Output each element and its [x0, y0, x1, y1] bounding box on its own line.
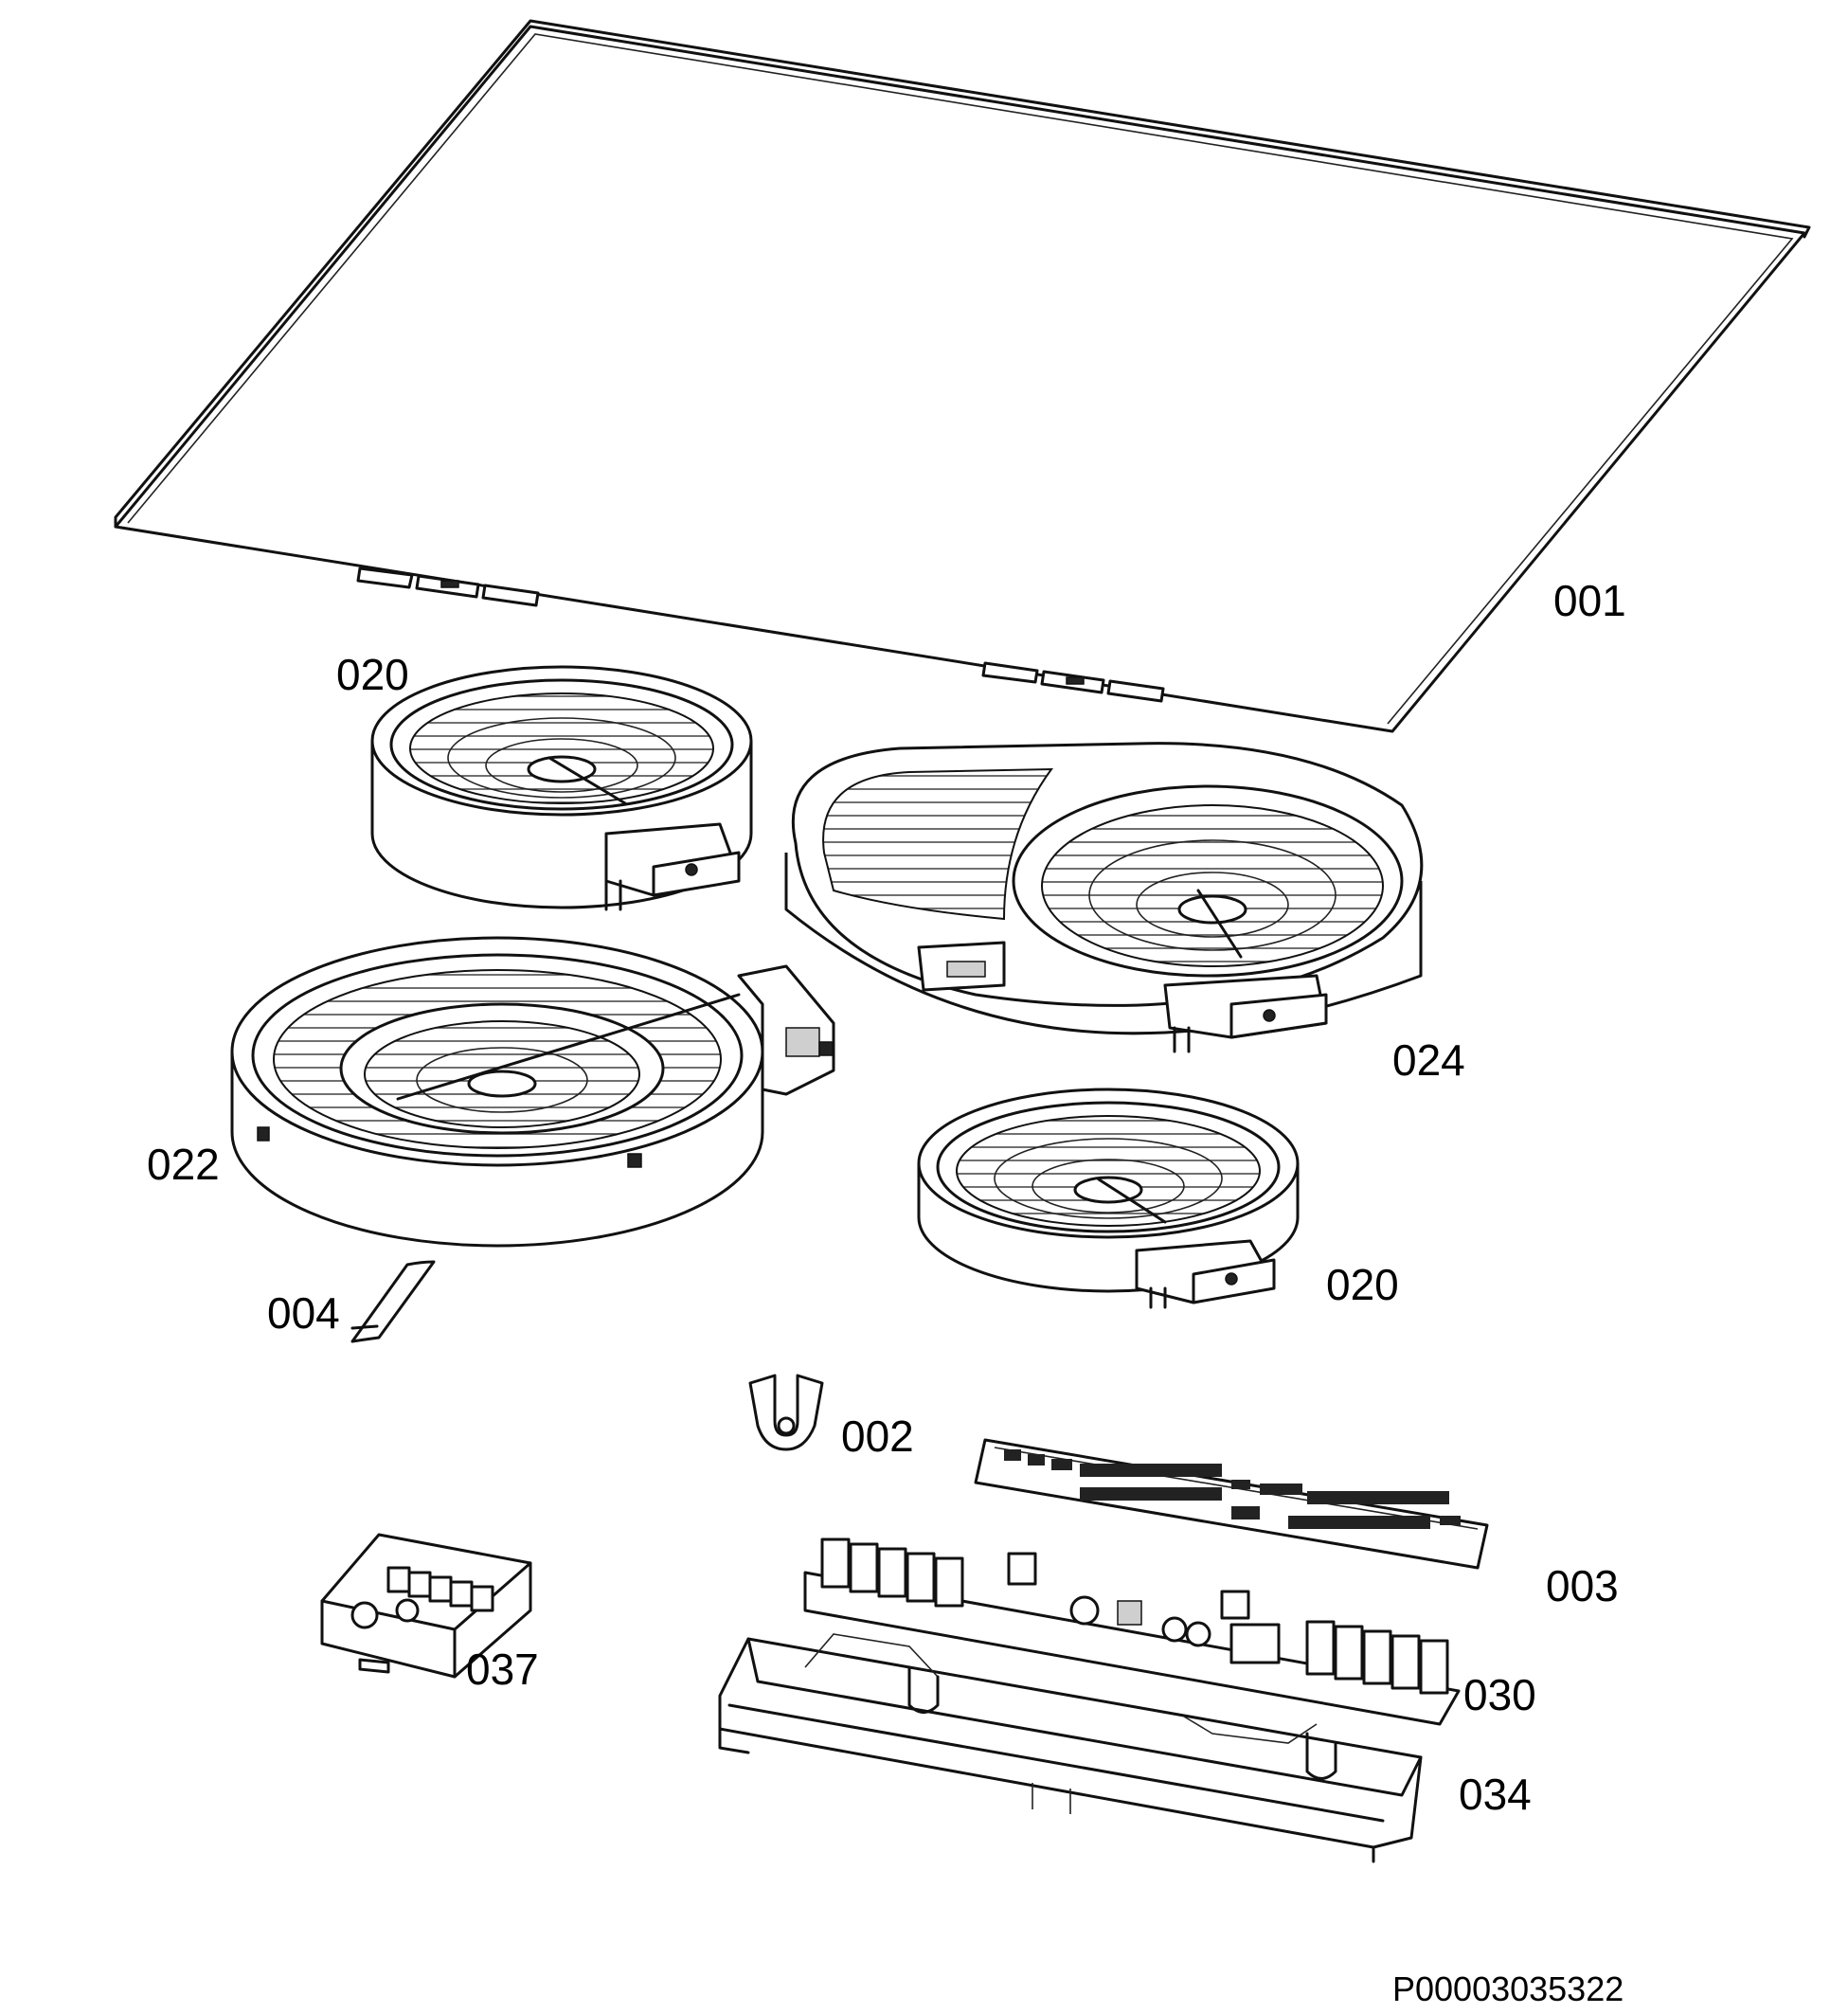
- glass-ceramic-top: [114, 19, 1811, 733]
- power-board: [803, 1537, 1461, 1726]
- label-022: 022: [147, 1140, 220, 1189]
- board-housing: [718, 1633, 1423, 1863]
- label-001: 001: [1553, 576, 1626, 625]
- drawing-code: P00003035322: [1392, 1969, 1624, 2008]
- radiant-element-small-top: [370, 665, 753, 911]
- label-003: 003: [1546, 1561, 1619, 1610]
- spring-clip: [748, 1374, 824, 1451]
- radiant-element-small-bottom: [917, 1088, 1300, 1309]
- label-024: 024: [1392, 1035, 1465, 1085]
- radiant-element-oval-dual: [784, 742, 1424, 1053]
- label-020-bottom: 020: [1326, 1260, 1399, 1309]
- label-037: 037: [466, 1645, 539, 1694]
- radiant-element-large-dual: [230, 936, 835, 1248]
- terminal-block: [320, 1533, 532, 1679]
- label-034: 034: [1459, 1770, 1532, 1819]
- label-002: 002: [841, 1412, 914, 1461]
- ribbon-cable: [350, 1260, 436, 1343]
- control-board: [974, 1438, 1489, 1570]
- label-020-top: 020: [336, 650, 409, 699]
- label-030: 030: [1463, 1670, 1536, 1719]
- label-004: 004: [267, 1288, 340, 1338]
